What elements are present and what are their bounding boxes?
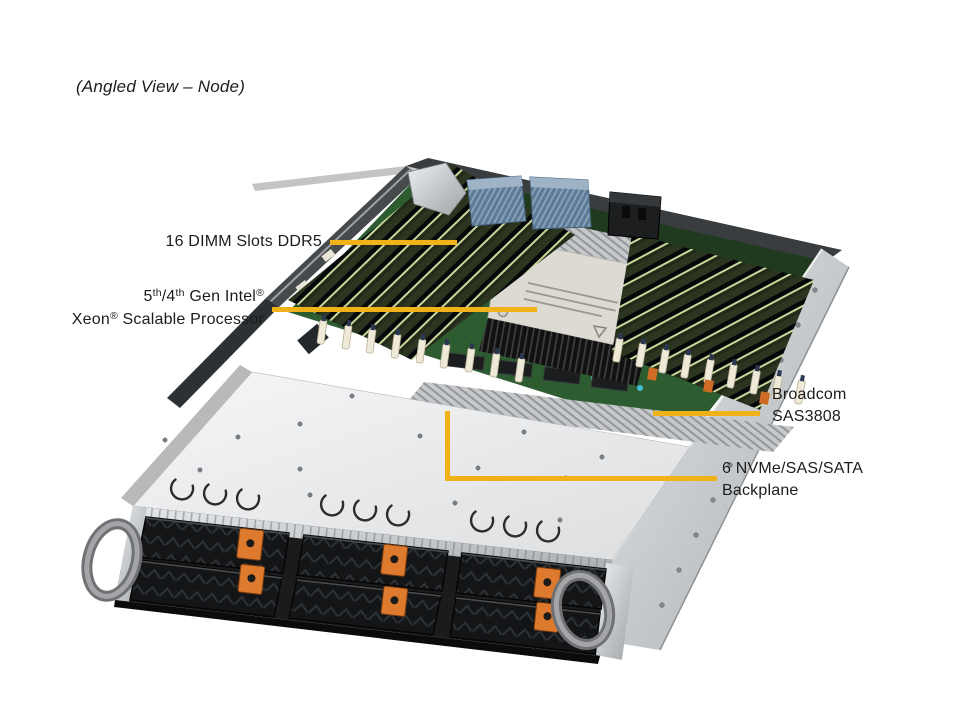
- callout-line-backplane-vertical: [445, 411, 450, 481]
- handle-left: [81, 518, 143, 602]
- callout-line-broadcom: [653, 411, 760, 416]
- drive-tray: [455, 552, 607, 610]
- handle-right: [550, 569, 616, 651]
- drive-release-latches: [236, 527, 562, 633]
- deck-vents: [169, 478, 561, 543]
- label-broadcom-line1: Broadcom: [772, 386, 847, 403]
- label-cpu-line2: Xeon® Scalable Processor: [71, 310, 264, 328]
- chassis-deck: [121, 365, 691, 561]
- callout-line-backplane-horizontal: [445, 476, 717, 481]
- label-broadcom: Broadcom SAS3808: [772, 384, 847, 428]
- label-cpu-line1: 5th/4th Gen Intel®: [143, 287, 264, 305]
- label-backplane-line1: 6 NVMe/SAS/SATA: [722, 460, 864, 477]
- callout-line-cpu: [272, 307, 537, 312]
- rear-bracket: [407, 162, 467, 216]
- power-connector: [607, 191, 662, 240]
- label-dimm-slots: 16 DIMM Slots DDR5: [165, 233, 322, 250]
- dimm-latches: [316, 314, 807, 405]
- callout-line-dimm: [330, 240, 457, 245]
- label-cpu: 5th/4th Gen Intel® Xeon® Scalable Proces…: [40, 286, 264, 332]
- drive-bays: [114, 506, 634, 664]
- sas-connectors: [407, 162, 662, 240]
- label-backplane: 6 NVMe/SAS/SATA Backplane: [722, 458, 863, 502]
- label-broadcom-line2: SAS3808: [772, 408, 842, 425]
- label-backplane-line2: Backplane: [722, 482, 799, 499]
- figure-caption: (Angled View – Node): [76, 77, 246, 96]
